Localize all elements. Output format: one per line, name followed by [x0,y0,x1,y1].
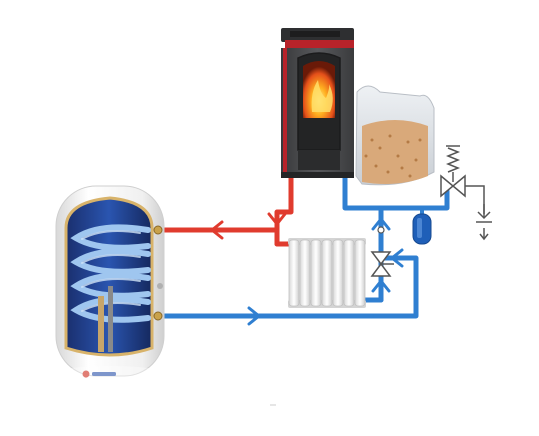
return-pipes [157,175,450,319]
expansion-vessel [412,208,432,245]
safety-relief-valve [440,145,485,214]
flow-pipe-stove-down [274,175,294,247]
arrow-blue-up-2 [371,279,391,293]
return-pipe-radiator-loop [368,255,419,319]
drain-arrow-icon [476,204,492,241]
radiator [288,238,366,308]
arrow-blue-up-1 [371,217,391,231]
tank-logo [82,370,116,378]
flow-arrows [210,212,404,326]
hot-water-cylinder [55,185,165,378]
pellet-stove [281,28,354,178]
pellet-bag [355,85,435,186]
three-way-valve [370,226,394,277]
return-pipe-stove [342,175,450,211]
heating-coil [70,224,151,323]
flow-pipes [157,175,294,247]
relief-valve-spring [445,147,461,173]
arrow-blue-right [247,306,261,326]
arrow-blue-left [390,248,404,268]
arrow-red-down [267,212,287,226]
arrow-red-left [210,220,224,240]
